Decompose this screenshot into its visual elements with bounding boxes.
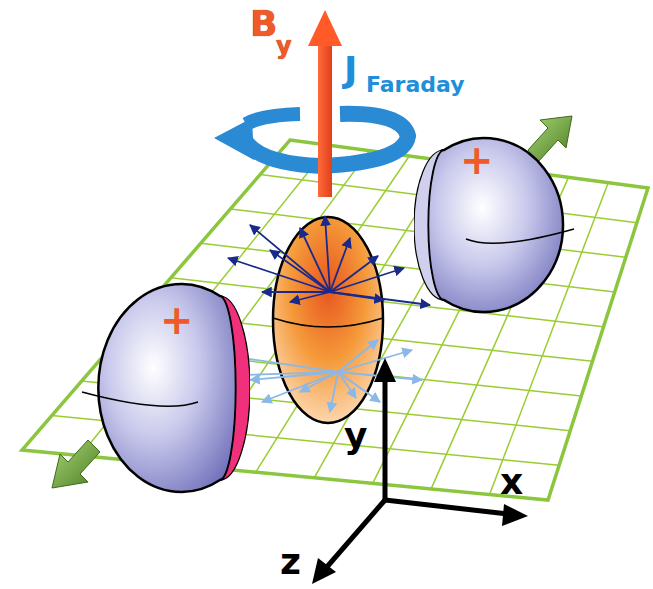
emission-arrow xyxy=(325,216,330,292)
axis-arrowhead xyxy=(374,358,396,382)
emission-arrow xyxy=(330,256,378,292)
emission-arrow xyxy=(262,372,338,402)
axis-label: x xyxy=(500,464,523,500)
axis-arrowhead xyxy=(502,504,528,526)
field-arrowhead xyxy=(308,10,342,46)
spectator-nucleus: + xyxy=(78,282,250,494)
axis-label: y xyxy=(344,418,367,454)
emission-arrow xyxy=(338,350,412,372)
emission-arrow xyxy=(300,372,338,392)
rotation-arrow xyxy=(246,114,300,124)
emission-arrow xyxy=(250,225,330,292)
emission-arrow xyxy=(290,292,330,302)
spectator-nucleus: + xyxy=(414,136,578,314)
emission-arrow xyxy=(330,292,384,300)
emission-arrow xyxy=(338,340,378,372)
field-symbol: B xyxy=(250,6,277,42)
fireball-equator xyxy=(273,318,383,327)
emission-arrow xyxy=(330,268,404,292)
emission-arrow xyxy=(338,372,380,402)
axis-label: z xyxy=(280,544,301,580)
current-symbol: J xyxy=(344,52,357,88)
motion-arrow xyxy=(528,116,572,162)
emission-arrow xyxy=(228,258,330,292)
rotation-arrowhead xyxy=(214,118,254,160)
field-subscript: y xyxy=(276,34,292,58)
nucleus-shape xyxy=(414,136,578,314)
field-arrow xyxy=(318,42,332,197)
axis-arrowhead xyxy=(312,558,336,584)
emission-arrow xyxy=(262,291,330,293)
emission-arrow xyxy=(330,372,338,412)
axes xyxy=(326,378,508,568)
charge-sign: + xyxy=(460,140,494,180)
charge-sign: + xyxy=(160,300,194,340)
current-subscript: Faraday xyxy=(366,74,465,96)
emission-arrow xyxy=(338,372,356,398)
emission-arrow xyxy=(330,292,430,305)
emission-arrow xyxy=(270,250,330,292)
motion-arrow xyxy=(52,440,100,488)
